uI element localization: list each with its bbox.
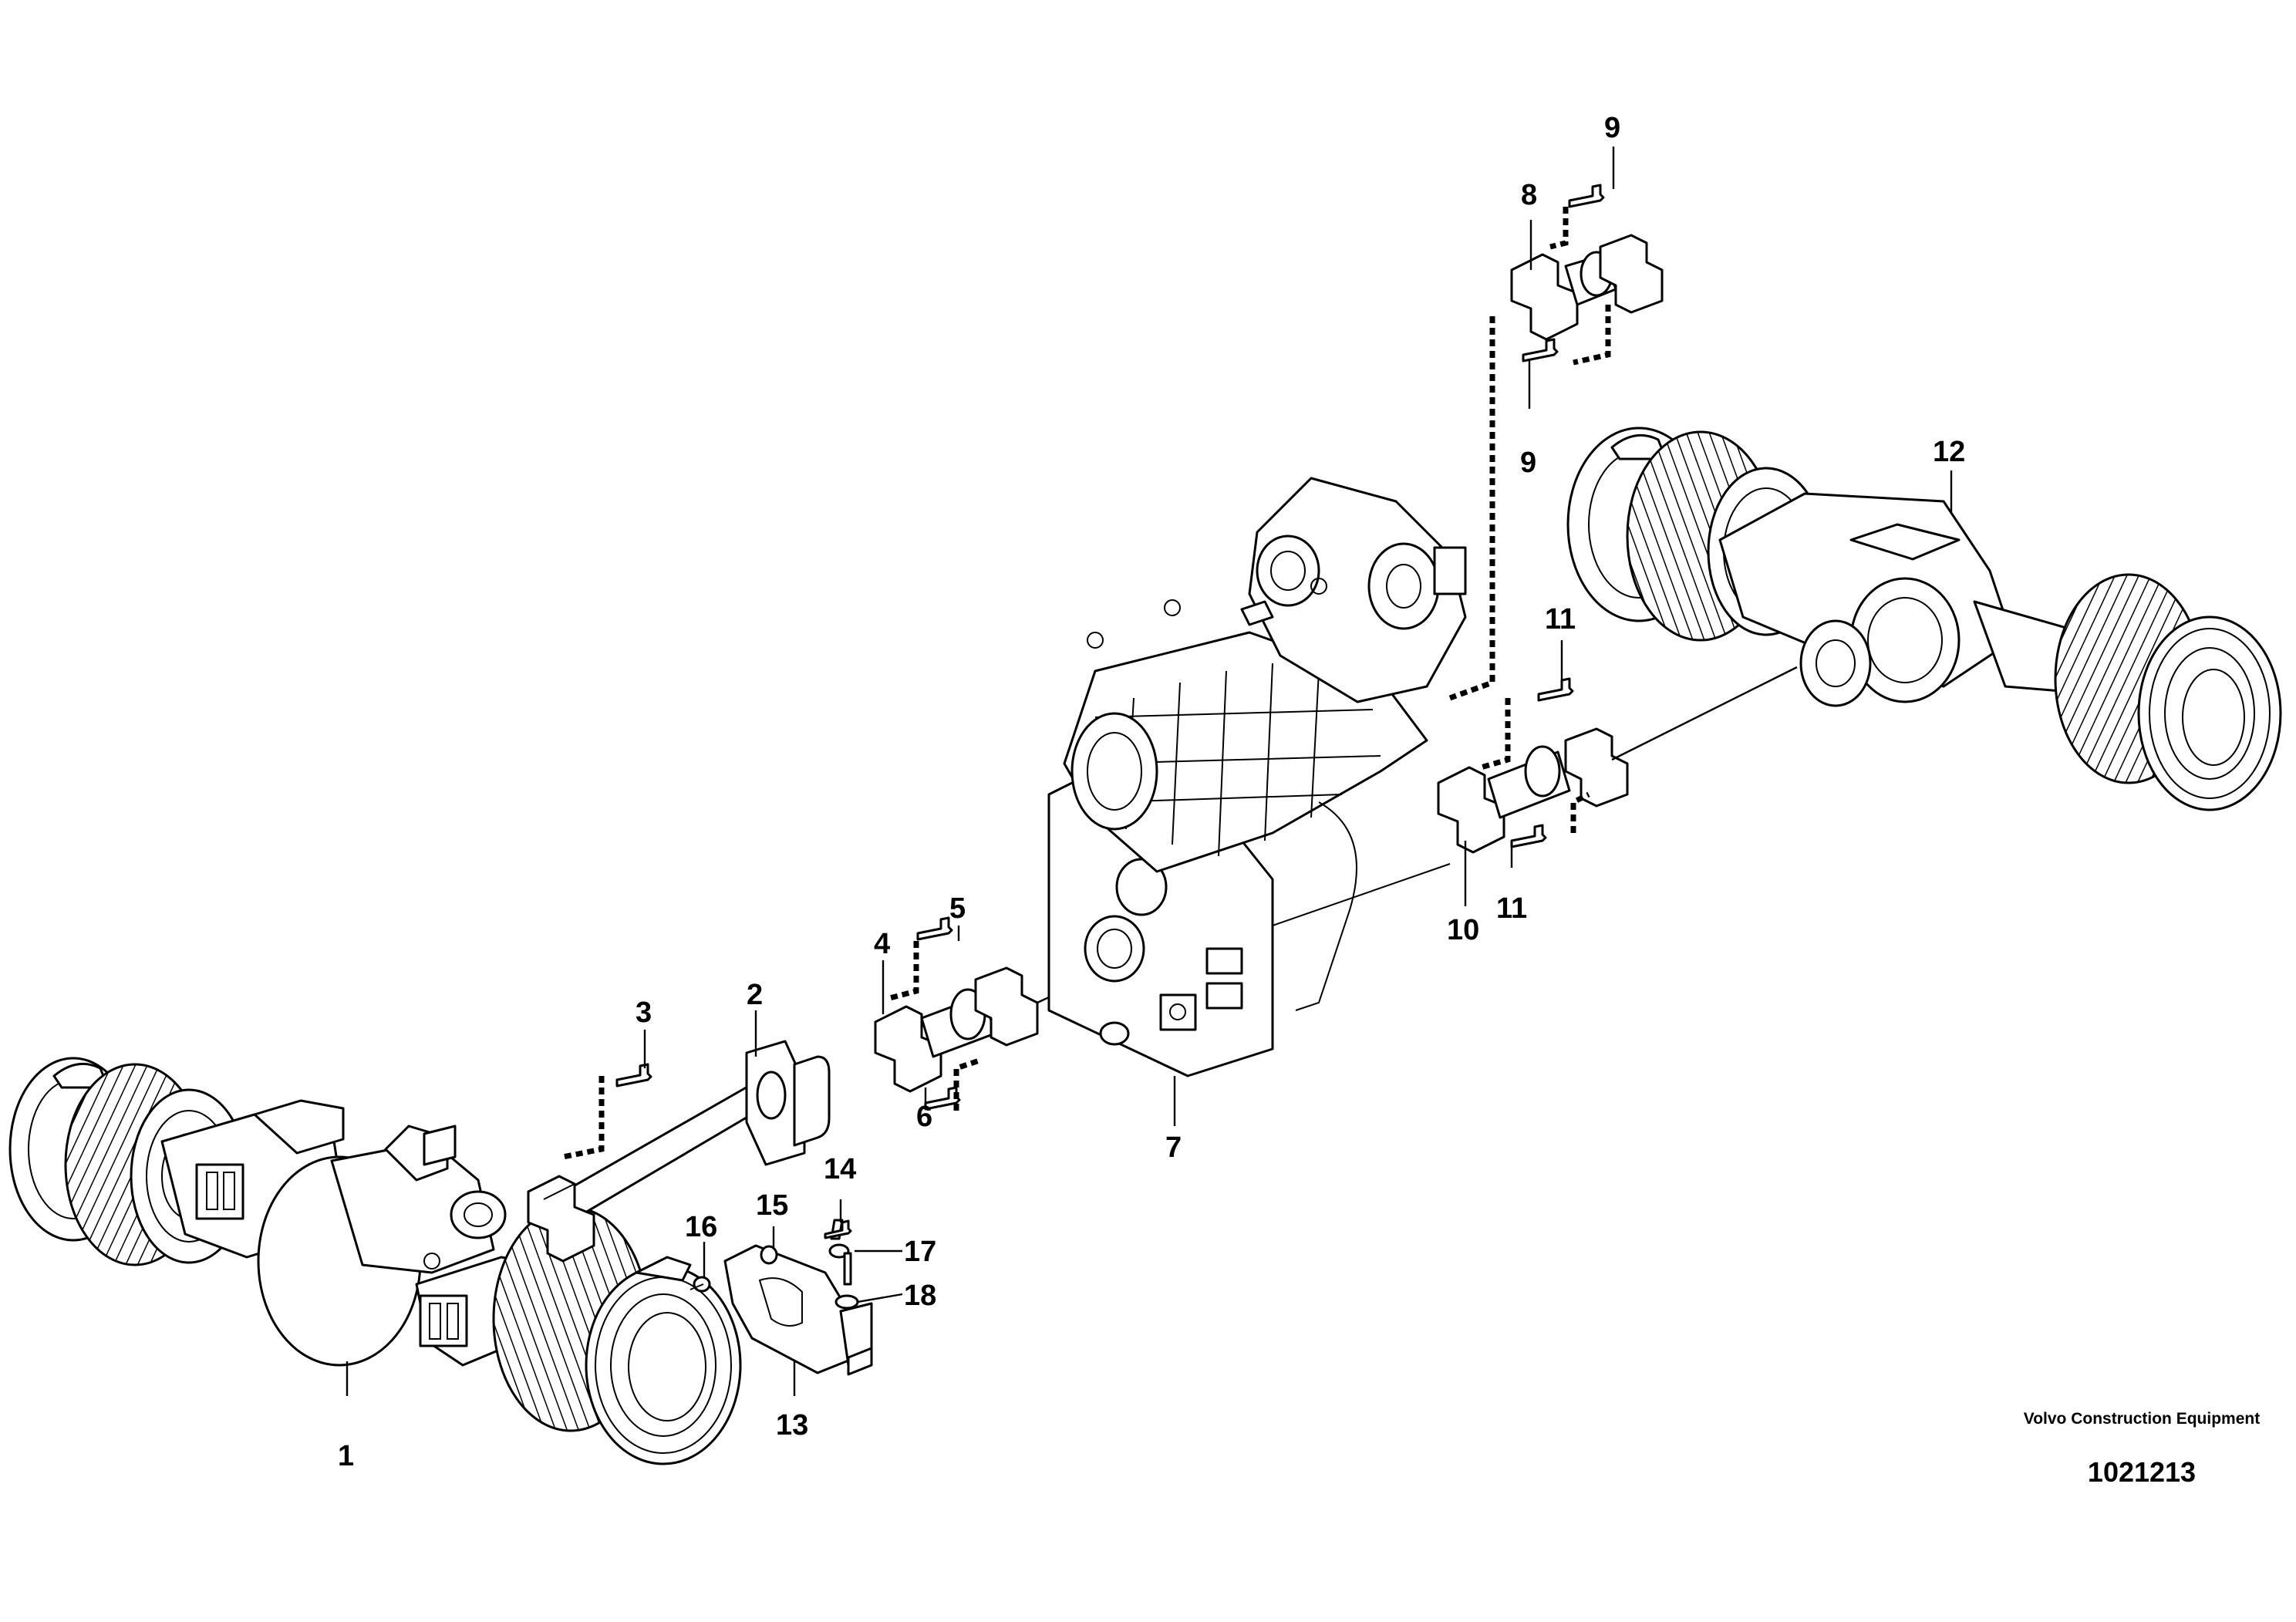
callout-16: 16 xyxy=(685,1211,717,1243)
callout-numbers: 1 2 3 4 5 6 7 8 9 9 10 11 11 12 13 14 15… xyxy=(338,112,1965,1472)
front-axle xyxy=(8,1057,742,1465)
callout-2: 2 xyxy=(747,979,763,1011)
callout-5: 5 xyxy=(949,892,966,925)
callout-6: 6 xyxy=(916,1101,932,1133)
callout-10: 10 xyxy=(1447,914,1479,946)
callout-9b: 9 xyxy=(1520,447,1536,479)
callout-17: 17 xyxy=(904,1236,936,1268)
support-bracket xyxy=(689,1219,873,1376)
callout-3: 3 xyxy=(636,996,652,1029)
rear-universal-joint xyxy=(1437,666,1798,854)
callout-9a: 9 xyxy=(1604,112,1620,144)
bolts xyxy=(615,184,1605,1286)
transmission xyxy=(1047,477,1467,1077)
front-propeller-shaft xyxy=(527,1040,831,1263)
upper-universal-joint xyxy=(1510,234,1664,341)
callout-12: 12 xyxy=(1933,436,1965,468)
image-number: 1021213 xyxy=(2087,1456,2197,1488)
front-universal-joint xyxy=(874,966,1096,1093)
callout-7: 7 xyxy=(1165,1131,1182,1164)
callout-11a: 11 xyxy=(1545,603,1576,636)
callout-13: 13 xyxy=(776,1409,808,1442)
rear-axle xyxy=(1566,427,2282,811)
callout-4: 4 xyxy=(874,928,890,960)
callout-15: 15 xyxy=(756,1189,788,1222)
callout-18: 18 xyxy=(904,1280,936,1312)
assembly-paths xyxy=(562,207,1611,1160)
manufacturer-label: Volvo Construction Equipment xyxy=(2023,1410,2261,1428)
callout-14: 14 xyxy=(824,1153,856,1185)
callout-11b: 11 xyxy=(1496,892,1527,925)
leader-lines xyxy=(346,147,1953,1396)
callout-8: 8 xyxy=(1521,179,1537,211)
callout-1: 1 xyxy=(338,1440,354,1472)
